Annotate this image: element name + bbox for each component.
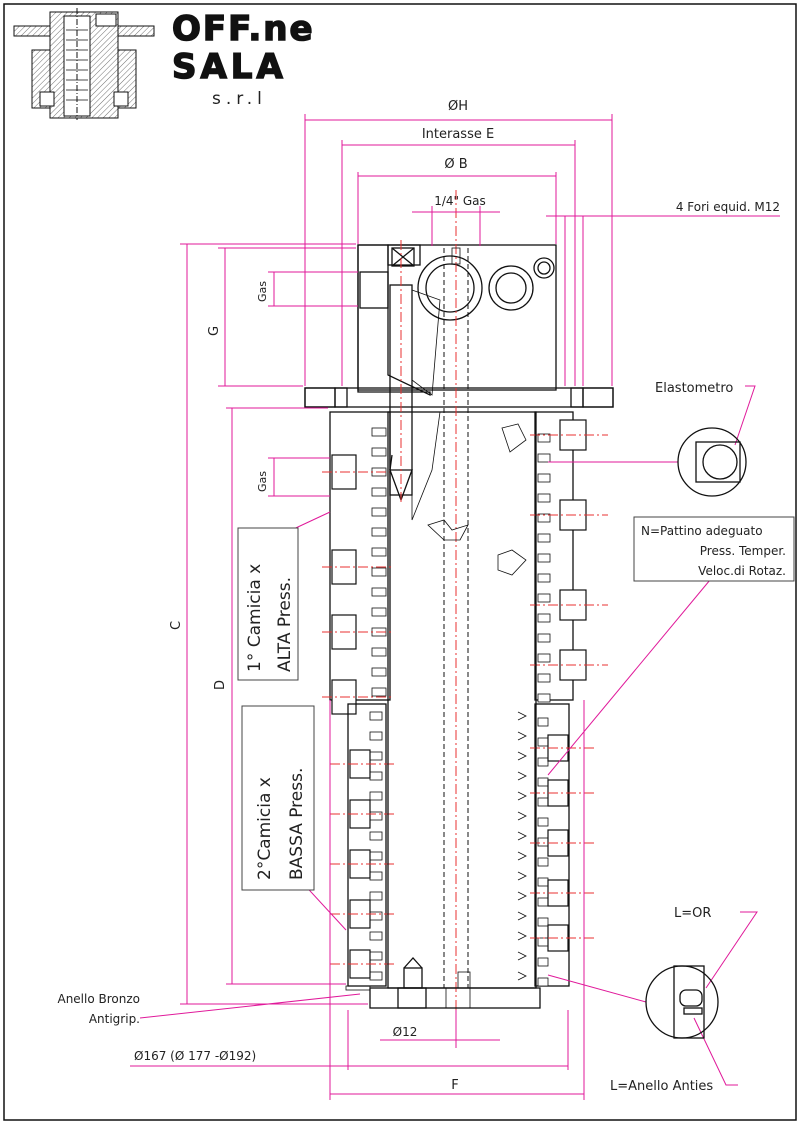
label-elastometro: Elastometro	[655, 381, 733, 396]
label-anello-bronzo-2: Antigrip.	[89, 1012, 140, 1026]
dim-c: C	[169, 621, 184, 630]
dimension-lines	[130, 114, 780, 1100]
dim-g: G	[207, 326, 222, 336]
label-pattino-2: Press. Temper.	[700, 544, 786, 558]
dim-gas-mid: Gas	[256, 471, 269, 492]
sheet-border	[3, 3, 797, 1121]
dim-gas-top: Gas	[256, 281, 269, 302]
jacket-high-pressure	[322, 411, 608, 715]
company-name: OFF.ne SALA s.r.l	[171, 8, 315, 109]
label-pattino-1: N=Pattino adeguato	[641, 524, 763, 538]
dim-phi-h: ØH	[448, 99, 468, 114]
company-name-line3: s.r.l	[212, 89, 267, 109]
flange	[304, 387, 614, 408]
dim-f: F	[451, 1078, 458, 1093]
label-pattino-3: Veloc.di Rotaz.	[698, 564, 786, 578]
detail-elastometro	[677, 427, 747, 497]
camicia1-box	[237, 527, 299, 681]
company-logo	[13, 8, 155, 120]
label-camicia1-line1: 1° Camicia x	[245, 564, 265, 672]
detail-or	[645, 965, 719, 1039]
label-camicia2-line2: BASSA Press.	[287, 768, 307, 880]
jacket-low-pressure	[330, 703, 596, 987]
dim-phi-12: Ø12	[393, 1025, 418, 1039]
dim-phi-167: Ø167 (Ø 177 -Ø192)	[134, 1049, 256, 1063]
dim-d: D	[213, 680, 228, 690]
label-l-anello: L=Anello Anties	[610, 1079, 713, 1094]
label-camicia1-line2: ALTA Press.	[275, 577, 295, 672]
rotor-head	[357, 244, 557, 397]
company-name-line1: OFF.ne	[172, 9, 315, 49]
label-l-or: L=OR	[674, 906, 711, 921]
pattino-box	[633, 516, 795, 582]
dim-gas-quarter: 1/4" Gas	[434, 194, 486, 208]
dim-phi-b: Ø B	[444, 157, 467, 172]
label-anello-bronzo-1: Anello Bronzo	[57, 992, 140, 1006]
label-camicia2-line1: 2°Camicia x	[255, 777, 275, 880]
company-name-line2: SALA	[172, 47, 287, 87]
camicia2-box	[241, 705, 315, 891]
bronze-ring	[345, 985, 541, 1009]
dim-fori: 4 Fori equid. M12	[676, 200, 780, 214]
dim-interasse-e: Interasse E	[422, 127, 494, 142]
